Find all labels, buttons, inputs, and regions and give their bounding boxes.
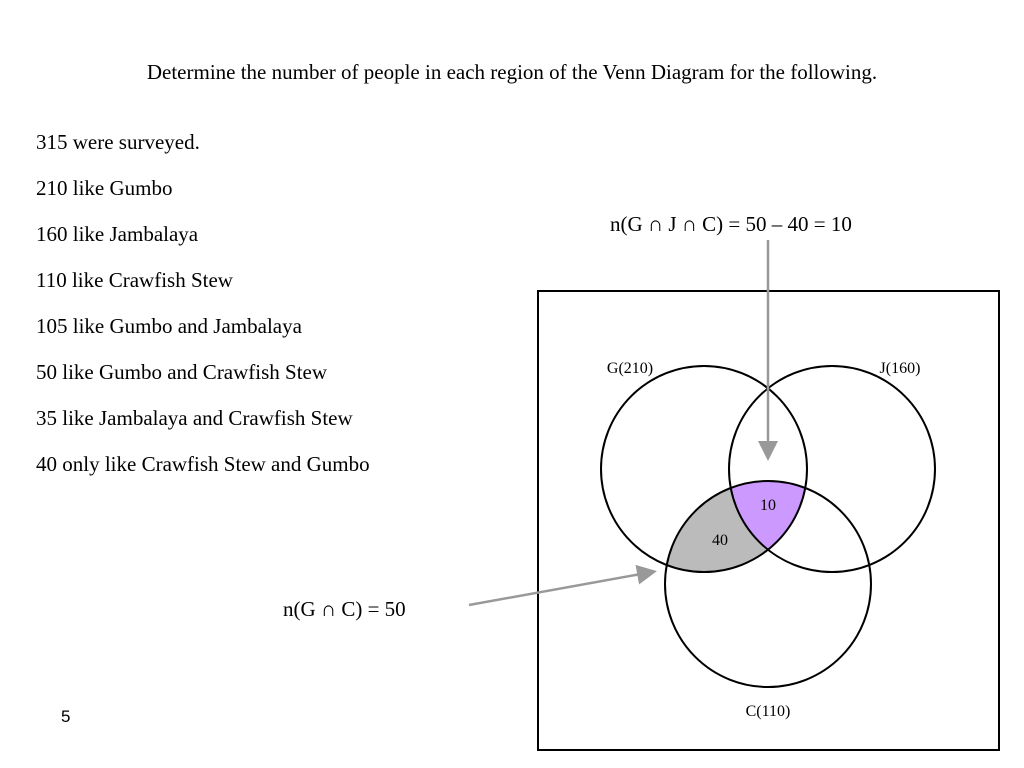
- value-all-three: 10: [760, 497, 776, 514]
- label-crawfish: C(110): [746, 703, 791, 720]
- value-gumbo-crawfish-only: 40: [712, 532, 728, 549]
- fact-item: 110 like Crawfish Stew: [36, 268, 233, 292]
- slide-heading: Determine the number of people in each r…: [146, 60, 878, 84]
- label-gumbo: G(210): [607, 360, 653, 377]
- circle-crawfish: [664, 480, 872, 688]
- survey-facts-list: 315 were surveyed. 210 like Gumbo 160 li…: [36, 128, 370, 496]
- fact-item: 160 like Jambalaya: [36, 222, 199, 246]
- circle-jambalaya: [728, 365, 936, 573]
- fact-item: 40 only like Crawfish Stew and Gumbo: [36, 452, 370, 476]
- fact-item: 210 like Gumbo: [36, 176, 173, 200]
- triple-intersection-formula: n(G ∩ J ∩ C) = 50 – 40 = 10: [610, 212, 852, 236]
- arrow-to-gumbo-crawfish: [468, 564, 657, 607]
- fact-item: 105 like Gumbo and Jambalaya: [36, 314, 302, 338]
- label-jambalaya: J(160): [880, 360, 921, 377]
- fact-item: 50 like Gumbo and Crawfish Stew: [36, 360, 328, 384]
- circle-gumbo: [600, 365, 808, 573]
- fact-item: 35 like Jambalaya and Crawfish Stew: [36, 406, 353, 430]
- fact-item: 315 were surveyed.: [36, 130, 200, 154]
- page-number: 5: [61, 707, 71, 726]
- gc-intersection-formula: n(G ∩ C) = 50: [283, 597, 406, 621]
